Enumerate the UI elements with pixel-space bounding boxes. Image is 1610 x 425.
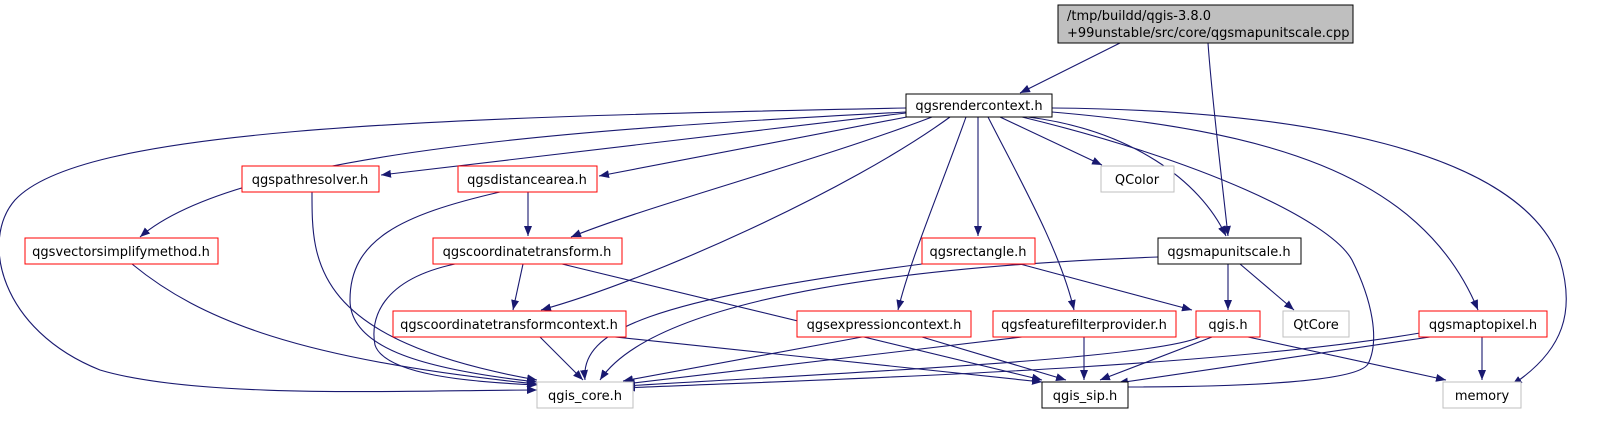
node-qgis-sip-box: [1041, 381, 1129, 409]
node-qgis-core[interactable]: qgis_core.h: [536, 381, 634, 409]
node-qgscoordinatetransformcontext-label: qgscoordinatetransformcontext.h: [400, 318, 618, 333]
edge-rendercontext-to-coordtransformcontext: [540, 116, 951, 312]
node-root-line1: /tmp/buildd/qgis-3.8.0: [1067, 9, 1211, 24]
edge-qgis-to-qgissip: [1099, 336, 1213, 381]
node-qgis-box: [1195, 310, 1261, 338]
node-root-file[interactable]: /tmp/buildd/qgis-3.8.0 +99unstable/src/c…: [1057, 4, 1354, 44]
node-qgis-core-label: qgis_core.h: [548, 389, 622, 404]
node-qgsrendercontext-label: qgsrendercontext.h: [915, 99, 1042, 114]
node-qgspathresolver-label: qgspathresolver.h: [252, 173, 368, 188]
edge-mapunitscale-to-qgiscore: [599, 256, 1159, 381]
node-qgsvectorsimplifymethod[interactable]: qgsvectorsimplifymethod.h: [24, 237, 219, 265]
node-qgsvectorsimplifymethod-label: qgsvectorsimplifymethod.h: [32, 245, 210, 260]
node-qgis-sip[interactable]: qgis_sip.h: [1041, 381, 1129, 409]
edge-qgis-to-memory: [1247, 336, 1447, 382]
node-qgsrectangle-label: qgsrectangle.h: [929, 245, 1026, 260]
node-qgis-label: qgis.h: [1208, 318, 1247, 333]
edge-rendercontext-to-mapunitscale: [1027, 116, 1227, 237]
node-memory-box: [1442, 381, 1522, 409]
edge-rendercontext-to-qcolor: [999, 116, 1103, 166]
node-qgsrendercontext[interactable]: qgsrendercontext.h: [905, 93, 1053, 118]
node-qgsmapunitscale-label: qgsmapunitscale.h: [1167, 245, 1290, 260]
node-qgsfeaturefilterprovider-box: [992, 310, 1177, 338]
node-qgscoordinatetransformcontext[interactable]: qgscoordinatetransformcontext.h: [392, 310, 627, 338]
edge-root-to-qgsrendercontext: [1019, 42, 1121, 94]
edge-rectangle-to-qgiscore: [580, 263, 923, 381]
node-qgscoordinatetransform-label: qgscoordinatetransform.h: [443, 245, 612, 260]
edge-rendercontext-to-memory: [1051, 107, 1567, 386]
node-qcolor-label: QColor: [1115, 173, 1160, 188]
node-qgsexpressioncontext-box: [796, 310, 972, 338]
node-qgsrectangle-box: [921, 237, 1036, 265]
edge-root-to-qgsmapunitscale: [1207, 42, 1231, 237]
edge-rendercontext-to-featurefilterprovider: [987, 116, 1076, 311]
node-qgsexpressioncontext-label: qgsexpressioncontext.h: [807, 318, 962, 333]
edge-rendercontext-to-qgissip: [1021, 116, 1375, 391]
node-qgsmapunitscale-box: [1157, 237, 1302, 265]
node-root-line2: +99unstable/src/core/qgsmapunitscale.cpp: [1067, 26, 1350, 41]
edge-coordtransformcontext-to-qgiscore: [539, 336, 584, 381]
edge-vectorsimplify-to-qgiscore: [131, 263, 538, 387]
edge-rendercontext-to-coordinatetransform: [570, 116, 933, 238]
node-qgsvectorsimplifymethod-box: [24, 237, 219, 265]
edge-rendercontext-to-distancearea: [598, 115, 913, 179]
node-qgsdistancearea-label: qgsdistancearea.h: [467, 173, 587, 188]
node-qgsmapunitscale[interactable]: qgsmapunitscale.h: [1157, 237, 1302, 265]
node-qgsrendercontext-box: [905, 93, 1053, 118]
node-qgsexpressioncontext[interactable]: qgsexpressioncontext.h: [796, 310, 972, 338]
node-root-box: [1057, 4, 1354, 44]
edge-mapunitscale-to-qtcore: [1239, 263, 1295, 311]
edge-expressioncontext-to-qgissip: [921, 336, 1067, 381]
edge-rendercontext-to-pathresolver: [380, 112, 907, 178]
node-qgscoordinatetransform[interactable]: qgscoordinatetransform.h: [432, 237, 623, 265]
edge-rendercontext-to-qgiscore: [0, 107, 907, 395]
node-qgsdistancearea[interactable]: qgsdistancearea.h: [457, 165, 598, 193]
edge-maptopixel-to-qgissip: [1117, 336, 1431, 386]
node-qgspathresolver-box: [241, 165, 380, 193]
edge-rendercontext-to-vectorsimplify: [139, 111, 907, 238]
edge-pathresolver-to-qgiscore: [311, 191, 538, 383]
edge-maptopixel-to-qgiscore: [624, 332, 1421, 392]
node-qgsfeaturefilterprovider[interactable]: qgsfeaturefilterprovider.h: [992, 310, 1177, 338]
node-qgspathresolver[interactable]: qgspathresolver.h: [241, 165, 380, 193]
node-memory[interactable]: memory: [1442, 381, 1522, 409]
node-qgscoordinatetransform-box: [432, 237, 623, 265]
edge-rectangle-to-qgis: [1019, 263, 1193, 312]
node-qgsrectangle[interactable]: qgsrectangle.h: [921, 237, 1036, 265]
node-qtcore-label: QtCore: [1293, 318, 1338, 333]
edges: [0, 42, 1567, 395]
edge-rendercontext-to-expressioncontext: [896, 116, 967, 311]
node-qgsdistancearea-box: [457, 165, 598, 193]
node-qcolor[interactable]: QColor: [1100, 165, 1175, 193]
node-qgsmaptopixel[interactable]: qgsmaptopixel.h: [1418, 310, 1548, 338]
node-qgis-core-box: [536, 381, 634, 409]
node-qtcore[interactable]: QtCore: [1282, 310, 1350, 338]
edge-featurefilterprovider-to-qgiscore: [624, 336, 1023, 387]
edge-rendercontext-to-maptopixel: [1051, 111, 1479, 311]
nodes: /tmp/buildd/qgis-3.8.0 +99unstable/src/c…: [24, 4, 1548, 409]
node-qtcore-box: [1282, 310, 1350, 338]
node-qgis-sip-label: qgis_sip.h: [1053, 389, 1117, 404]
node-memory-label: memory: [1455, 389, 1510, 404]
node-qgsfeaturefilterprovider-label: qgsfeaturefilterprovider.h: [1001, 318, 1167, 333]
edge-coordinatetransform-to-coordtransformcontext: [511, 263, 524, 311]
node-qcolor-box: [1100, 165, 1175, 193]
node-qgscoordinatetransformcontext-box: [392, 310, 627, 338]
edge-qgis-to-qgiscore: [624, 336, 1201, 390]
node-qgsmaptopixel-label: qgsmaptopixel.h: [1429, 318, 1537, 333]
node-qgsmaptopixel-box: [1418, 310, 1548, 338]
edge-expressioncontext-to-qgiscore: [622, 336, 863, 384]
edge-distancearea-to-qgiscore: [349, 191, 538, 385]
node-qgis[interactable]: qgis.h: [1195, 310, 1261, 338]
edge-coordinatetransform-to-qgiscore: [373, 263, 538, 389]
